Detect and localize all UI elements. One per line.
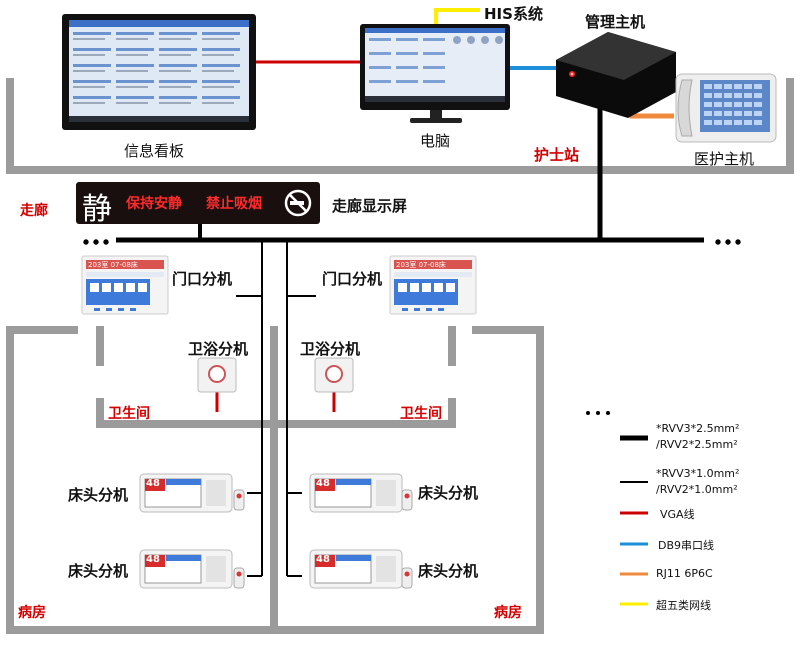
bed-unit-4-label: 床头分机 xyxy=(418,562,479,580)
nurse-station-label: 护士站 xyxy=(534,146,580,164)
corridor-label: 走廊 xyxy=(20,203,48,219)
door-unit-left-label: 门口分机 xyxy=(172,270,233,288)
bed-unit-3-label: 床头分机 xyxy=(418,484,479,502)
bed-unit-1-label: 床头分机 xyxy=(68,486,129,504)
management-host-label: 管理主机 xyxy=(585,13,646,31)
bed-unit-3 xyxy=(309,473,413,513)
computer-label: 电脑 xyxy=(420,132,451,150)
door-panel-left xyxy=(81,255,169,315)
door-panel-left-room: 203室 07-08床 xyxy=(88,261,138,269)
legend-vga: VGA线 xyxy=(660,508,695,521)
medical-host-phone xyxy=(675,73,777,143)
his-system-label: HIS系统 xyxy=(484,5,543,23)
bed-unit-2-label: 床头分机 xyxy=(68,562,129,580)
info-board-monitor xyxy=(62,14,256,130)
legend-thin-line1: *RVV3*1.0mm² xyxy=(656,467,740,480)
door-panel-right xyxy=(389,255,477,315)
ward-left-label: 病房 xyxy=(18,605,46,621)
legend-swatches xyxy=(586,411,648,606)
bed-unit-2-number: 48 xyxy=(146,554,160,565)
management-host xyxy=(556,32,676,118)
legend-cat5: 超五类网线 xyxy=(656,599,711,612)
legend-rj11: RJ11 6P6C xyxy=(656,567,713,580)
legend-thick-line2: /RVV2*2.5mm² xyxy=(656,438,738,451)
bath-unit-left-label: 卫浴分机 xyxy=(188,340,249,358)
ward-walls xyxy=(6,326,544,634)
toilet-left-label: 卫生间 xyxy=(108,406,150,422)
corridor-display-sign xyxy=(76,182,320,224)
toilet-right-label: 卫生间 xyxy=(400,406,442,422)
main-bus xyxy=(83,92,741,245)
sign-keep-quiet: 保持安静 xyxy=(126,196,182,212)
bed-unit-4 xyxy=(309,549,413,589)
computer-monitor xyxy=(360,24,510,123)
legend-thin-line2: /RVV2*1.0mm² xyxy=(656,483,738,496)
cat5-cable xyxy=(434,8,480,24)
door-unit-right-label: 门口分机 xyxy=(322,270,383,288)
info-board-label: 信息看板 xyxy=(124,142,185,160)
corridor-display-label: 走廊显示屏 xyxy=(332,197,408,215)
legend-thick-line1: *RVV3*2.5mm² xyxy=(656,422,740,435)
bed-unit-4-number: 48 xyxy=(316,554,330,565)
door-panel-right-room: 203室 07-08床 xyxy=(396,261,446,269)
bath-unit-right xyxy=(314,357,354,393)
nurse-station-walls xyxy=(6,78,794,174)
bed-unit-2 xyxy=(139,549,245,589)
bed-unit-1 xyxy=(139,473,245,513)
medical-host-label: 医护主机 xyxy=(694,150,755,168)
unit-wiring xyxy=(236,240,316,577)
ward-right-label: 病房 xyxy=(494,605,522,621)
legend-db9: DB9串口线 xyxy=(658,539,715,552)
bed-unit-3-number: 48 xyxy=(316,478,330,489)
bath-unit-right-label: 卫浴分机 xyxy=(300,340,361,358)
bed-unit-1-number: 48 xyxy=(146,478,160,489)
bath-unit-left xyxy=(197,357,237,393)
sign-quiet-char: 静 xyxy=(82,192,112,227)
sign-no-smoking: 禁止吸烟 xyxy=(206,196,262,212)
